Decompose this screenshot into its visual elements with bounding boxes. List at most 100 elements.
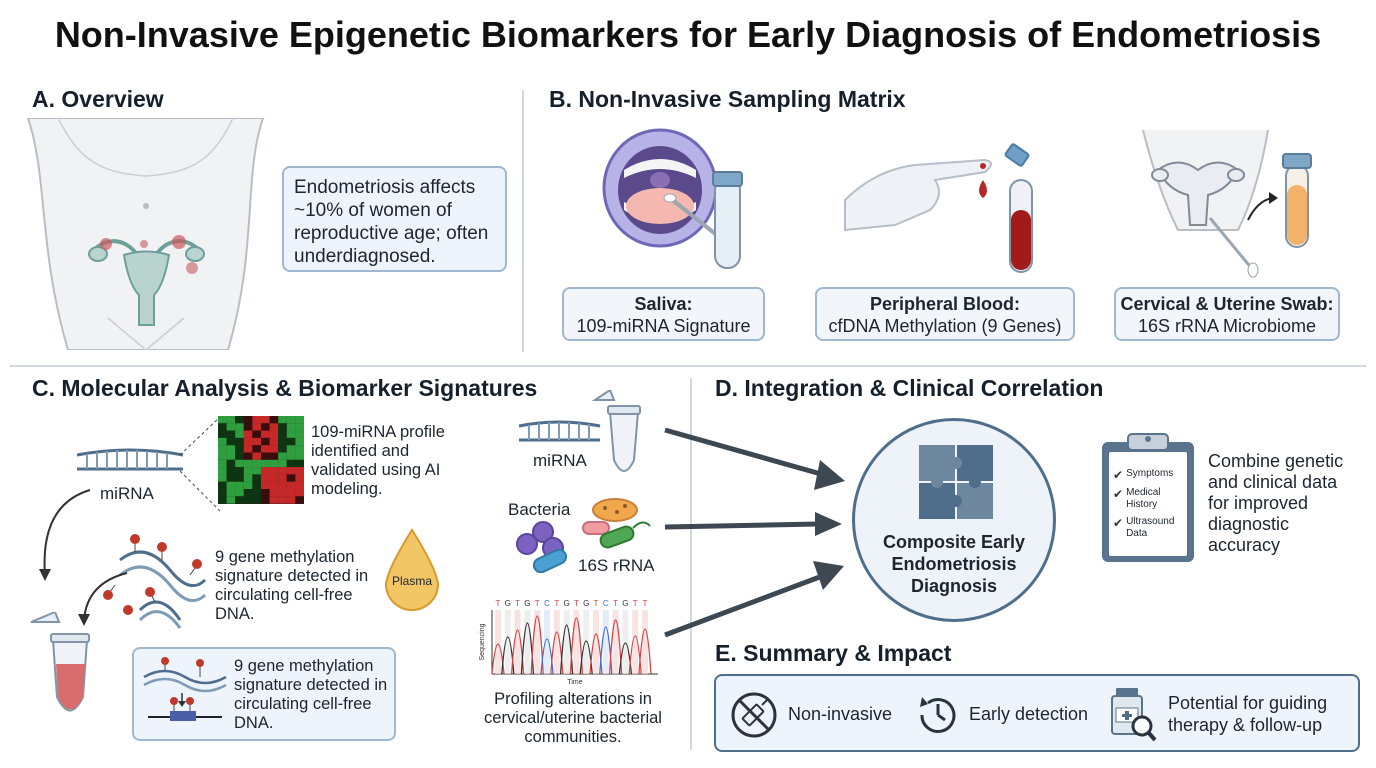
sequence-base: G xyxy=(622,599,628,608)
heatmap-cell xyxy=(226,437,236,446)
heatmap-cell xyxy=(243,489,253,497)
mirna-tube-icon xyxy=(591,390,641,472)
heatmap-cell xyxy=(235,445,244,453)
heatmap-cell xyxy=(261,489,270,497)
heatmap-cell xyxy=(218,437,227,446)
sequence-peak xyxy=(530,615,544,675)
heatmap-cell xyxy=(278,423,287,431)
sequence-base: T xyxy=(535,599,540,608)
section-d-title: D. Integration & Clinical Correlation xyxy=(715,375,1104,401)
diagnosis-label: Composite Early Endometriosis Diagnosis xyxy=(882,532,1026,596)
checklist-item: ✔ Ultrasound Data xyxy=(1113,516,1193,540)
check-icon: ✔ xyxy=(1113,516,1124,530)
heatmap-cell xyxy=(218,452,227,460)
heatmap-cell xyxy=(252,496,261,504)
sequence-base: T xyxy=(643,599,648,608)
zoom-lines xyxy=(180,416,220,512)
heatmap-cell xyxy=(261,445,270,453)
heatmap-cell xyxy=(218,445,227,453)
heatmap-cell xyxy=(235,437,244,446)
heatmap-cell xyxy=(235,481,244,489)
blood-detail: cfDNA Methylation (9 Genes) xyxy=(828,316,1062,336)
heatmap-cell xyxy=(226,445,236,453)
heatmap-cell xyxy=(278,445,287,453)
checklist-item: ✔ Symptoms xyxy=(1113,468,1193,482)
heatmap-cell xyxy=(243,437,253,446)
heatmap-cell xyxy=(261,496,270,504)
heatmap-cell xyxy=(252,489,261,497)
sequence-band xyxy=(593,610,599,674)
heatmap-cell xyxy=(235,496,244,504)
methylation-process-icon xyxy=(143,657,227,721)
no-needle-icon xyxy=(731,692,777,738)
heatmap-cell xyxy=(243,459,253,468)
profiling-text: Profiling alterations in cervical/uterin… xyxy=(484,690,662,746)
saliva-box: Saliva: 109-miRNA Signature xyxy=(562,287,765,341)
heatmap-cell xyxy=(269,489,279,497)
heatmap-cell xyxy=(278,489,287,497)
curved-arrow-middle xyxy=(78,572,128,626)
sequence-band xyxy=(612,610,619,674)
heatmap-cell xyxy=(235,416,244,424)
heatmap-cell xyxy=(243,445,253,453)
heatmap-cell xyxy=(252,423,261,431)
heatmap-cell xyxy=(226,430,236,438)
divider-vertical-top xyxy=(522,90,524,352)
sequence-base: T xyxy=(554,599,559,608)
heatmap-cell xyxy=(269,445,279,453)
divider-horizontal xyxy=(10,365,1366,367)
heatmap-cell xyxy=(278,430,287,438)
heatmap-cell xyxy=(295,489,304,497)
sequence-band xyxy=(563,610,570,674)
sequence-base: G xyxy=(524,599,530,608)
sequence-base: T xyxy=(633,599,638,608)
heatmap-cell xyxy=(252,416,261,424)
clinical-text: Combine genetic and clinical data for im… xyxy=(1208,451,1344,555)
heatmap-cell xyxy=(226,481,236,489)
clock-icon xyxy=(920,697,956,733)
checklist-label: Ultrasound Data xyxy=(1126,516,1175,539)
heatmap-cell xyxy=(295,496,304,504)
sequence-base: G xyxy=(563,599,569,608)
heatmap-cell xyxy=(269,459,279,468)
heatmap-cell xyxy=(278,481,287,489)
mirna-profile-text: 109-miRNA profile identified and validat… xyxy=(311,423,445,498)
heatmap-cell xyxy=(278,459,287,468)
heatmap-cell xyxy=(269,481,279,489)
heatmap-cell xyxy=(295,467,304,475)
heatmap-cell xyxy=(252,445,261,453)
heatmap-cell xyxy=(252,430,261,438)
heatmap-cell xyxy=(286,445,296,453)
page-title: Non-Invasive Epigenetic Biomarkers for E… xyxy=(54,14,1322,55)
sequence-band xyxy=(495,610,501,674)
heatmap-cell xyxy=(295,416,304,424)
mirna-input-icon xyxy=(518,420,601,442)
heatmap-cell xyxy=(226,474,236,482)
sequence-band xyxy=(602,610,609,674)
clipboard-icon xyxy=(1102,433,1194,562)
heatmap-cell xyxy=(235,489,244,497)
sequence-band xyxy=(632,610,639,674)
heatmap-cell xyxy=(286,430,296,438)
heatmap-cell xyxy=(286,481,296,489)
curved-arrow-left xyxy=(39,489,91,581)
heatmap-cell xyxy=(218,423,227,431)
swab-title: Cervical & Uterine Swab: xyxy=(1120,294,1334,314)
swab-detail: 16S rRNA Microbiome xyxy=(1137,316,1317,336)
heatmap-cell xyxy=(235,459,244,468)
section-e-title: E. Summary & Impact xyxy=(715,640,952,666)
checklist-label: Medical History xyxy=(1126,487,1161,510)
diagnosis-circle: Composite Early Endometriosis Diagnosis xyxy=(852,418,1056,622)
sequence-base: T xyxy=(574,599,579,608)
sequence-peak xyxy=(569,617,584,675)
heatmap-cell xyxy=(286,496,296,504)
blood-title: Peripheral Blood: xyxy=(869,294,1021,314)
heatmap-cell xyxy=(295,445,304,453)
sequence-base: G xyxy=(505,599,511,608)
heatmap-cell xyxy=(218,474,227,482)
mirna-input-label: miRNA xyxy=(533,451,587,470)
bacteria-icon xyxy=(516,498,651,573)
heatmap-cell xyxy=(286,459,296,468)
heatmap-cell xyxy=(269,496,279,504)
section-b-title: B. Non-Invasive Sampling Matrix xyxy=(549,86,906,112)
